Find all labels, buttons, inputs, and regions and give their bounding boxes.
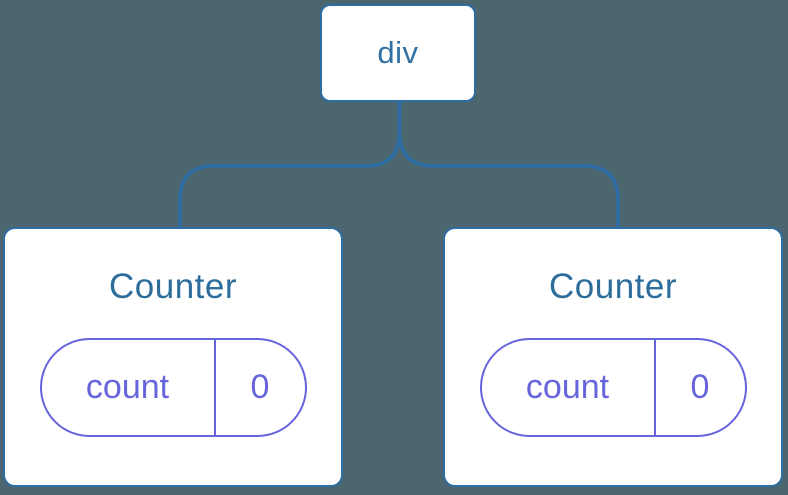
counter-card-right: Counter count 0 [443,227,783,487]
counter-card-left: Counter count 0 [3,227,343,487]
state-key: count [482,340,656,435]
state-pill: count 0 [39,338,307,437]
state-key: count [42,340,216,435]
connector-left-branch [178,101,402,228]
connector-right-branch [397,101,620,228]
state-value: 0 [250,368,270,406]
root-node-label: div [377,35,419,70]
counter-title: Counter [108,267,238,306]
root-node-div: div [320,4,476,102]
counter-title: Counter [548,267,678,306]
state-value: 0 [690,368,710,406]
state-pill: count 0 [479,338,747,437]
